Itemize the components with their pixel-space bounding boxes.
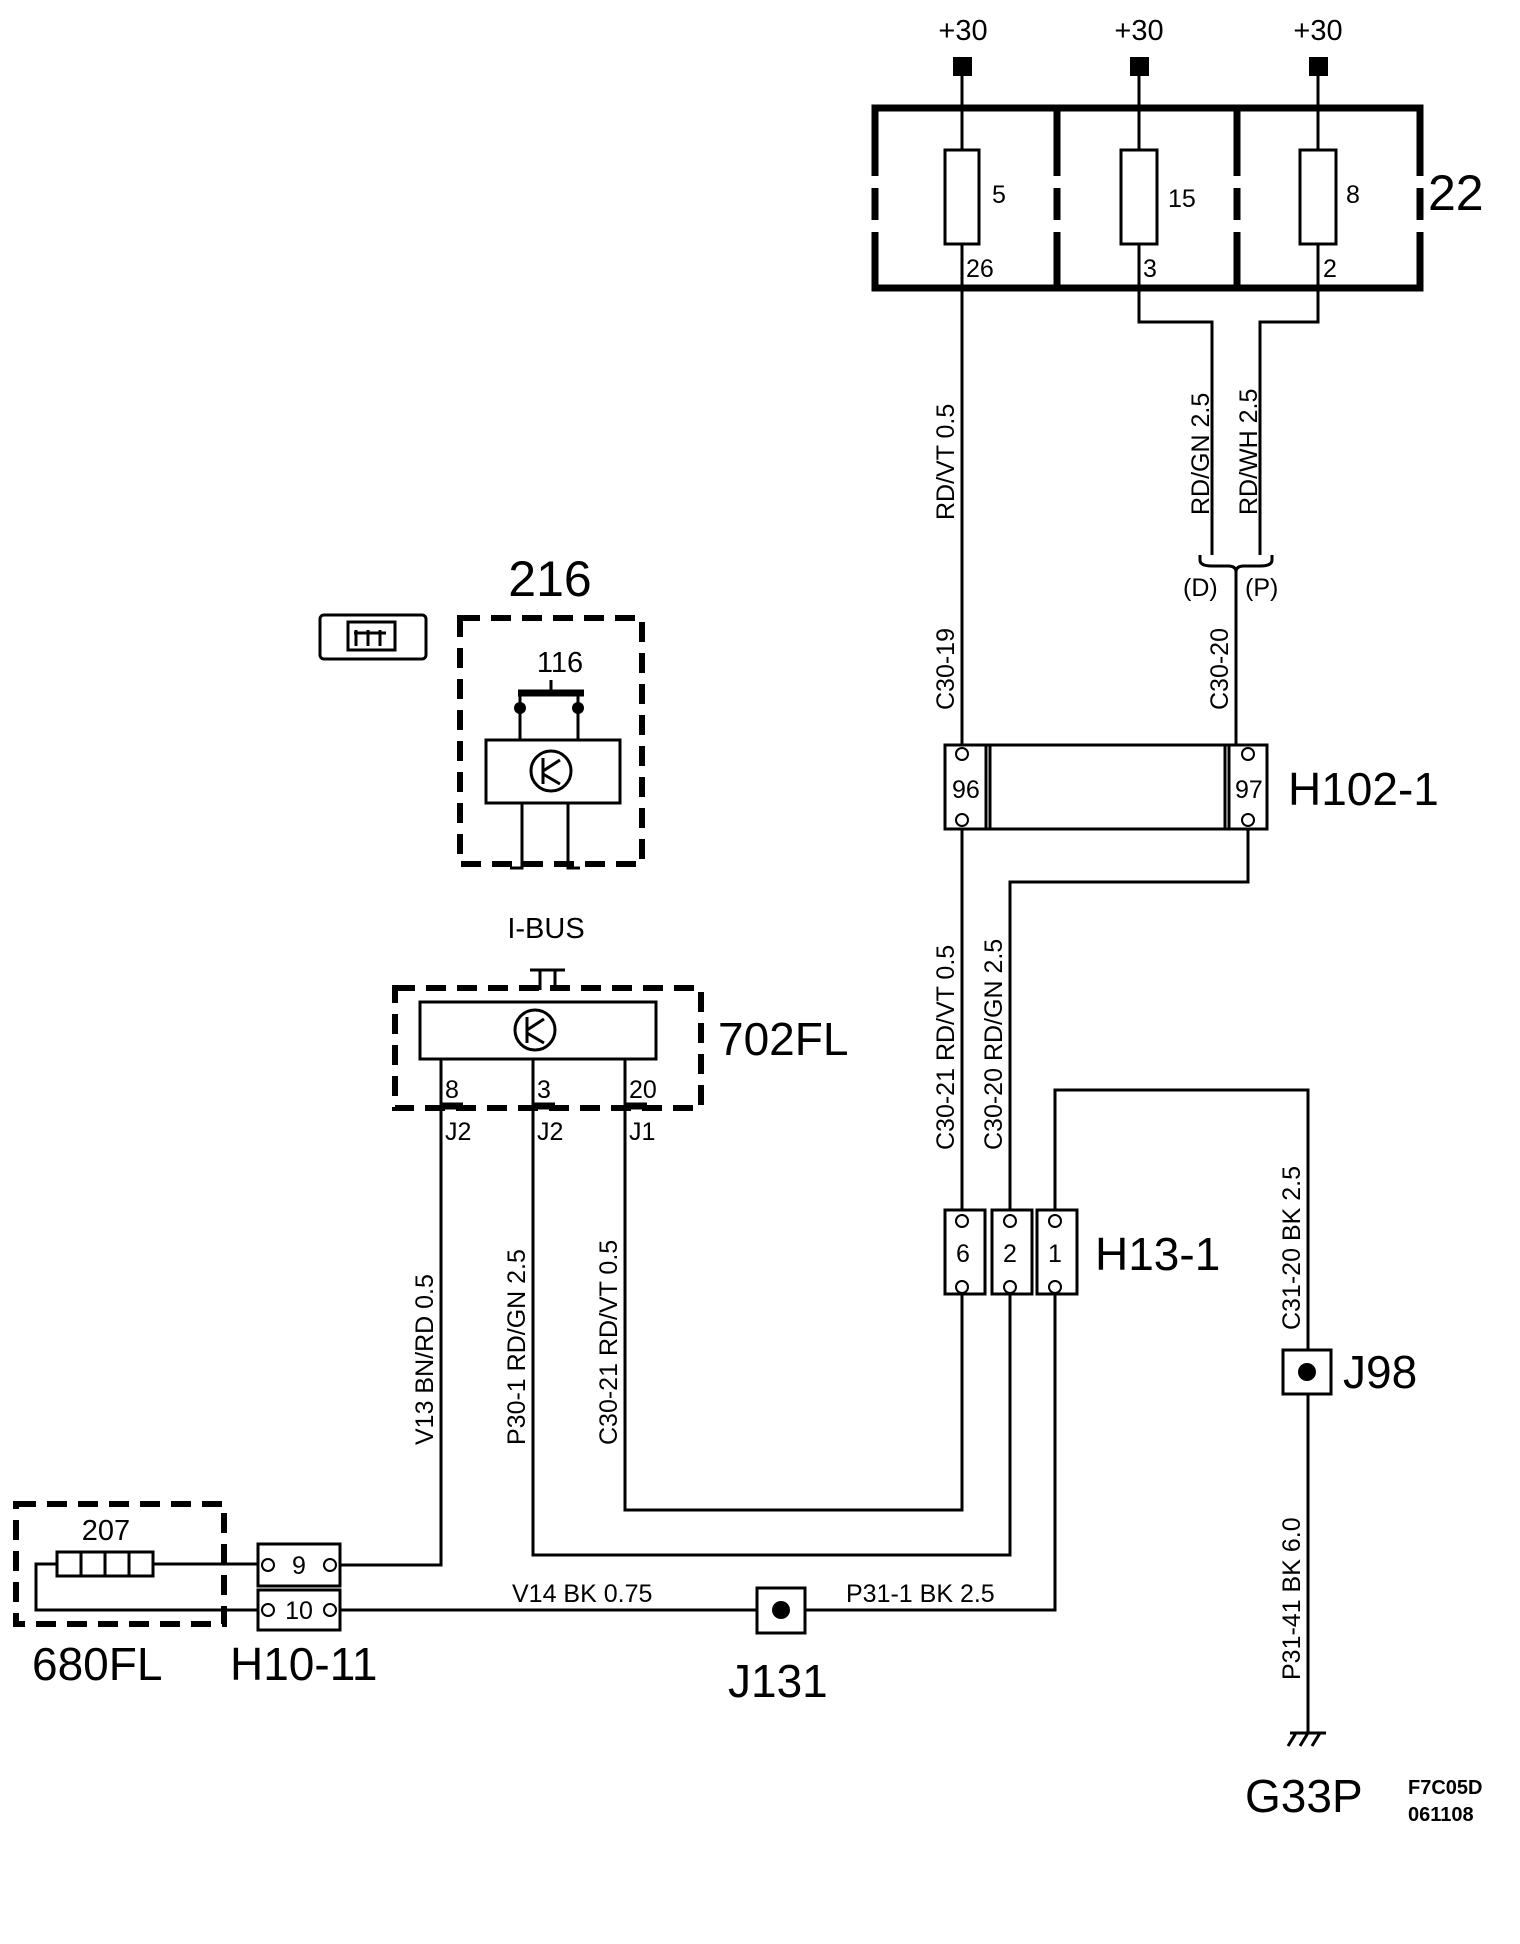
splice-j131: J131: [728, 1586, 828, 1707]
wire-label: C30-21 RD/VT 0.5: [932, 945, 960, 1150]
connector-id: H13-1: [1095, 1228, 1220, 1280]
component-id: 680FL: [32, 1638, 162, 1690]
ground-id: G33P: [1245, 1770, 1363, 1822]
fusebox-id: 22: [1428, 165, 1484, 221]
power-feeds: +30 +30 +30: [938, 15, 1343, 150]
ref-date: 061108: [1408, 1804, 1474, 1826]
splice-id: J131: [728, 1655, 828, 1707]
fuse-pin: 26: [966, 255, 994, 283]
variant-label-p: (P): [1245, 574, 1278, 602]
wire-label: RD/WH 2.5: [1235, 389, 1263, 515]
splice-id: J98: [1343, 1346, 1417, 1398]
pin-number: 20: [629, 1076, 657, 1104]
fuse-number: 15: [1168, 185, 1196, 213]
connector-h13-1: 6 2 1 H13-1: [943, 1208, 1220, 1296]
pin-number: 9: [292, 1552, 306, 1580]
component-id: 702FL: [718, 1013, 848, 1065]
splice-j98: J98: [1281, 1346, 1417, 1398]
wire-label: RD/GN 2.5: [1187, 393, 1215, 515]
transistor-icon: [513, 1008, 557, 1052]
component-fuse-ref: 116: [537, 647, 583, 679]
ref-code: F7C05D: [1408, 1777, 1482, 1799]
wire-label: RD/VT 0.5: [932, 404, 960, 520]
pin-number: 1: [1048, 1240, 1062, 1268]
fuse-number: 8: [1346, 181, 1360, 209]
wire-label: C30-21 RD/VT 0.5: [595, 1240, 623, 1445]
component-216: 216 116: [318, 551, 645, 870]
component-702fl: I-BUS 8 3 20 J2 J2 J1 702FL: [392, 913, 848, 1146]
plug-id: J2: [445, 1118, 471, 1146]
transistor-icon: [529, 749, 573, 793]
wire-label: C30-20 RD/GN 2.5: [980, 939, 1008, 1150]
component-id: 216: [508, 551, 591, 607]
connector-h102-1: 96 97 H102-1: [943, 743, 1439, 831]
fuse-pin: 3: [1143, 255, 1157, 283]
fuse-pin: 2: [1323, 255, 1337, 283]
wire-label: P31-41 BK 6.0: [1278, 1517, 1306, 1680]
pin-number: 10: [285, 1597, 313, 1625]
power-terminal-2: [1130, 57, 1149, 76]
fusebox-22: 5 15 8 26 3 2 22: [870, 104, 1484, 292]
plug-id: J1: [629, 1118, 655, 1146]
power-label-2: +30: [1114, 15, 1163, 47]
pin-number: 97: [1235, 776, 1263, 804]
wire-label: P31-1 BK 2.5: [846, 1580, 995, 1608]
fuse-8: [1298, 148, 1338, 246]
component-216-outline: [457, 615, 645, 867]
wire-label: V14 BK 0.75: [512, 1580, 652, 1608]
connector-id: H10-11: [230, 1638, 377, 1690]
wire-label: P30-1 RD/GN 2.5: [503, 1249, 531, 1445]
wires-middle: C30-21 RD/VT 0.5 C30-20 RD/GN 2.5 C31-20…: [932, 829, 1310, 1362]
connector-id: H102-1: [1288, 763, 1439, 815]
fuse-5: [943, 148, 981, 246]
wires-lower: V13 BN/RD 0.5 P30-1 RD/GN 2.5 C30-21 RD/…: [340, 1088, 1057, 1612]
pin-number: 8: [445, 1076, 459, 1104]
fusebox-outline: [871, 104, 1424, 292]
fuse-number: 5: [992, 181, 1006, 209]
plug-id: J2: [537, 1118, 563, 1146]
power-terminal-3: [1309, 57, 1328, 76]
power-terminal-1: [953, 57, 972, 76]
bus-label: I-BUS: [507, 913, 584, 945]
pin-number: 6: [956, 1240, 970, 1268]
wire-label: C30-19: [932, 628, 960, 710]
fuse-15: [1119, 148, 1159, 246]
component-fuse-ref: 207: [82, 1515, 130, 1547]
power-label-1: +30: [938, 15, 987, 47]
connector-h10-11: 9 10 H10-11: [230, 1542, 377, 1690]
pin-number: 96: [952, 776, 980, 804]
ground-symbol: [1286, 1731, 1326, 1747]
variant-label-d: (D): [1183, 574, 1218, 602]
pin-number: 3: [537, 1076, 551, 1104]
wire-label: V13 BN/RD 0.5: [411, 1274, 439, 1445]
wires-upper: (D) (P) RD/VT 0.5 RD/GN 2.5 RD/WH 2.5 C3…: [932, 288, 1320, 748]
power-label-3: +30: [1293, 15, 1342, 47]
wire-label: C31-20 BK 2.5: [1278, 1166, 1306, 1330]
component-680fl: 207 680FL: [13, 1501, 265, 1690]
pin-number: 2: [1003, 1240, 1017, 1268]
component-702fl-outline: [392, 985, 704, 1111]
wire-label: C30-20: [1206, 628, 1234, 710]
